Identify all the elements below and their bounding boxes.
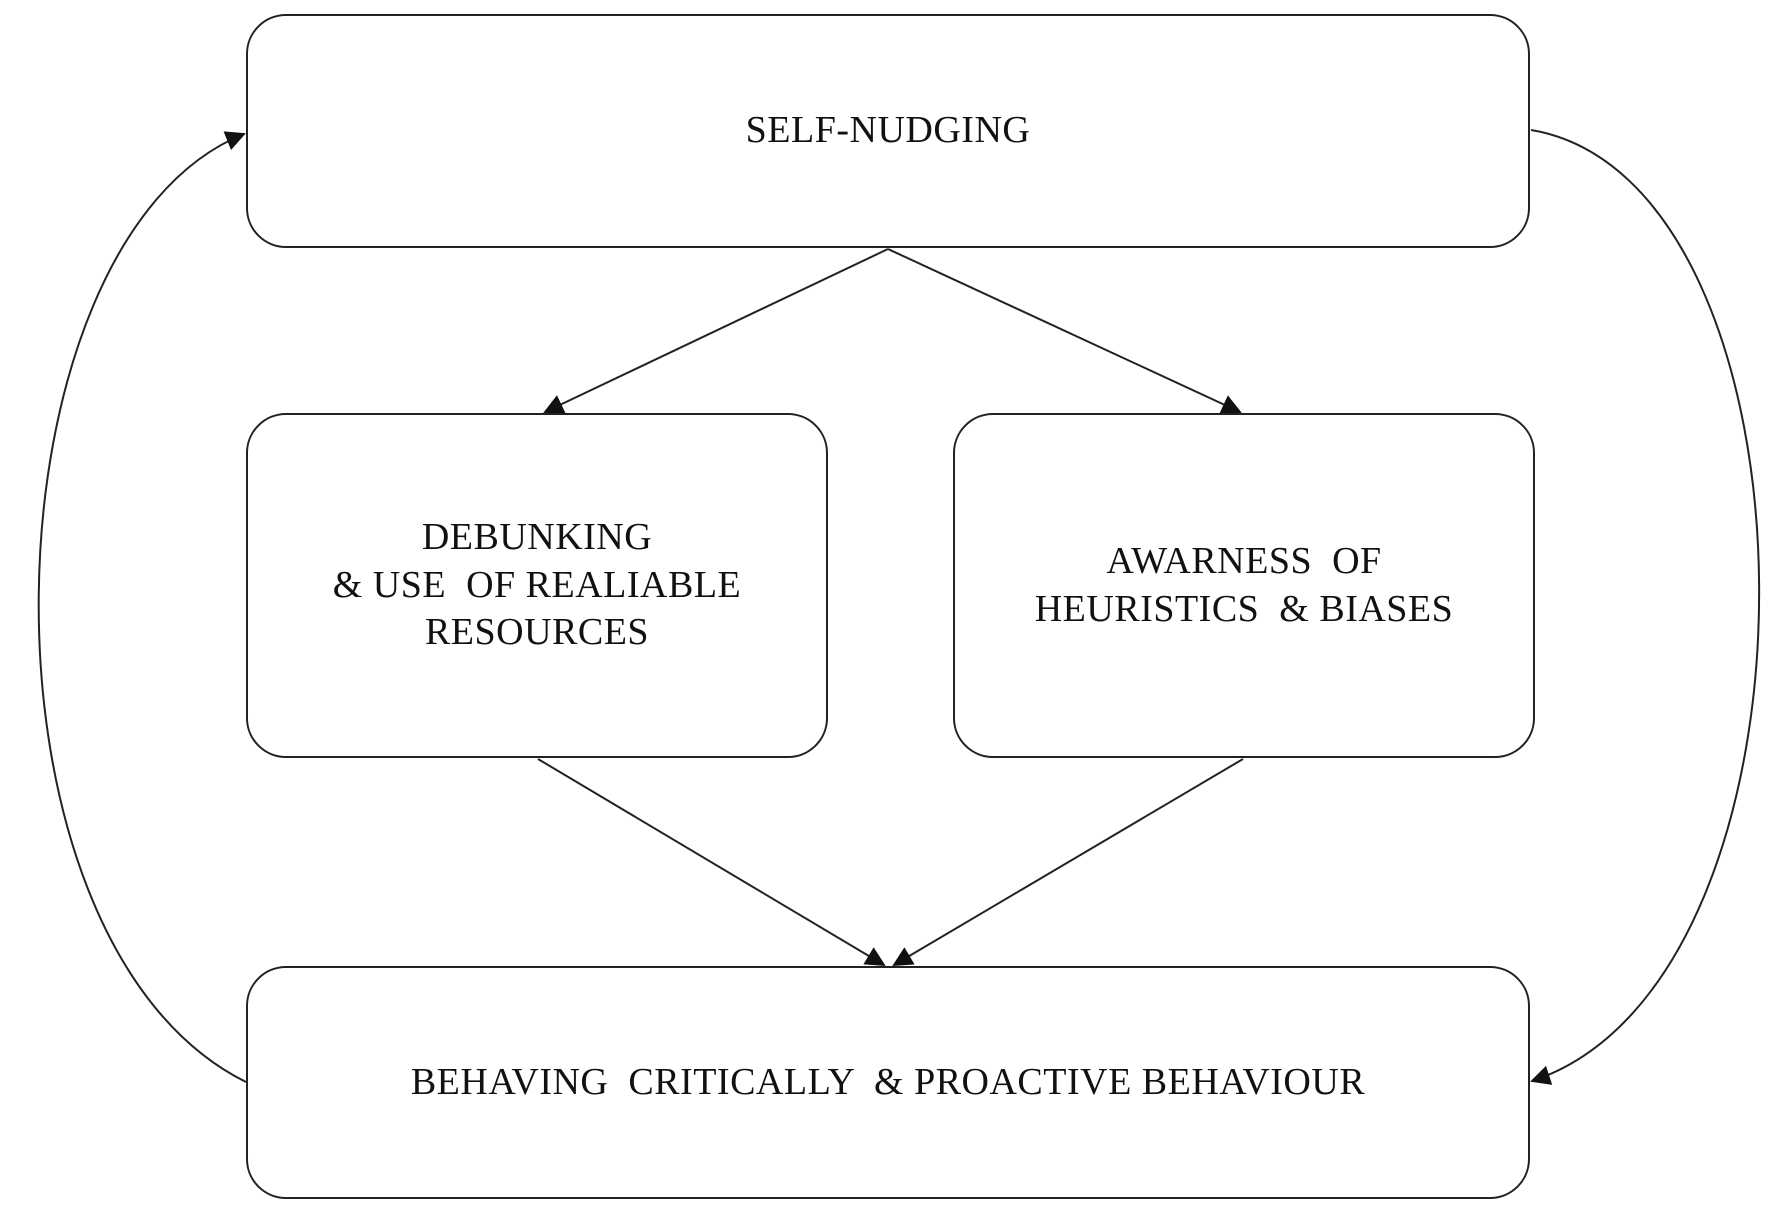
edge-left-to-bottom-arrow [537,758,886,967]
edge-top-to-bottom-loop-arrow [1530,129,1761,1085]
awareness-box: AWARNESS OF HEURISTICS & BIASES [953,413,1535,758]
edge-right-to-bottom-arrow [892,758,1244,967]
debunking-label-line-2: & USE OF REALIABLE [332,563,742,606]
debunking-label-line-3: RESOURCES [424,611,650,654]
debunking-box: DEBUNKING & USE OF REALIABLE RESOURCES [246,413,828,758]
behaving-critically-box: BEHAVING CRITICALLY & PROACTIVE BEHAVIOU… [246,966,1530,1199]
debunking-label-line-1: DEBUNKING [421,516,653,559]
edge-bottom-to-top-loop-arrow [37,131,247,1083]
edge-top-to-right-arrow [887,248,1242,414]
awareness-label-line-2: HEURISTICS & BIASES [1034,587,1454,630]
behaving-critically-label: BEHAVING CRITICALLY & PROACTIVE BEHAVIOU… [410,1060,1366,1103]
awareness-label-line-1: AWARNESS OF [1106,540,1382,582]
self-nudging-label: SELF-NUDGING [745,109,1031,152]
self-nudging-box: SELF-NUDGING [246,14,1530,248]
edge-top-to-left-arrow [543,248,889,414]
